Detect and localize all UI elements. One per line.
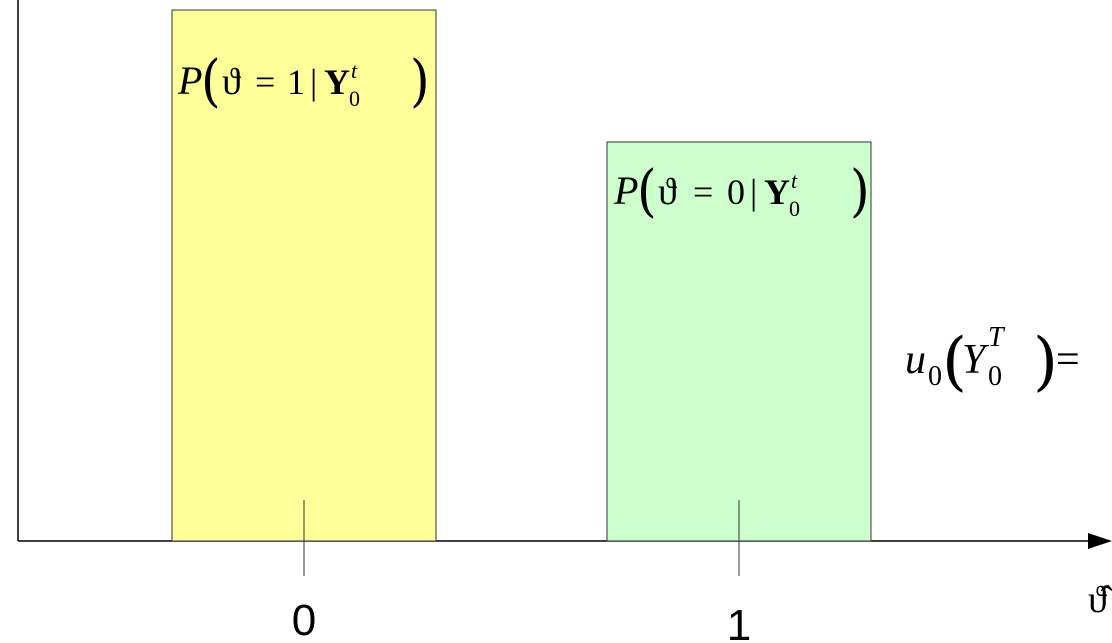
bar-1 (606, 141, 872, 542)
side-formula: u 0 ( Y 0 T ) = (905, 322, 1080, 399)
x-axis-symbol: ϑ̂ (1088, 579, 1112, 621)
svg-text:): ) (1033, 325, 1058, 399)
svg-text:): ) (410, 48, 430, 113)
svg-text:=: = (693, 172, 713, 212)
svg-text:P: P (613, 168, 638, 213)
tick-label-0: 0 (292, 596, 316, 643)
svg-text:P: P (177, 58, 202, 103)
svg-text:=: = (255, 62, 275, 102)
svg-text:ϑ: ϑ (222, 61, 241, 103)
svg-text:1: 1 (287, 62, 305, 102)
svg-text:Y: Y (324, 62, 350, 102)
svg-text:0: 0 (349, 86, 360, 111)
tick-label-1: 1 (727, 601, 751, 643)
svg-text:t: t (351, 58, 358, 83)
svg-text:0: 0 (988, 361, 1002, 392)
svg-text:(: ( (201, 48, 221, 113)
svg-text:0: 0 (789, 196, 800, 221)
svg-text:): ) (850, 158, 870, 223)
svg-text:|: | (310, 62, 317, 102)
svg-text:Y: Y (764, 172, 790, 212)
bar-0-label: P ( ϑ = 1 | Y 0 t ) (177, 48, 430, 113)
bar-1-label: P ( ϑ = 0 | Y 0 t ) (613, 158, 870, 223)
svg-text:=: = (1056, 337, 1080, 383)
x-axis-arrowhead (1088, 533, 1112, 549)
svg-text:0: 0 (928, 361, 942, 392)
svg-text:0: 0 (727, 172, 745, 212)
svg-text:t: t (791, 168, 798, 193)
svg-text:|: | (750, 172, 757, 212)
bar-0 (171, 9, 437, 542)
svg-text:u: u (905, 337, 926, 383)
svg-text:(: ( (942, 325, 967, 399)
svg-text:Y: Y (962, 337, 990, 383)
svg-text:T: T (988, 322, 1006, 353)
svg-text:ϑ: ϑ (658, 171, 677, 213)
svg-text:(: ( (637, 158, 657, 223)
